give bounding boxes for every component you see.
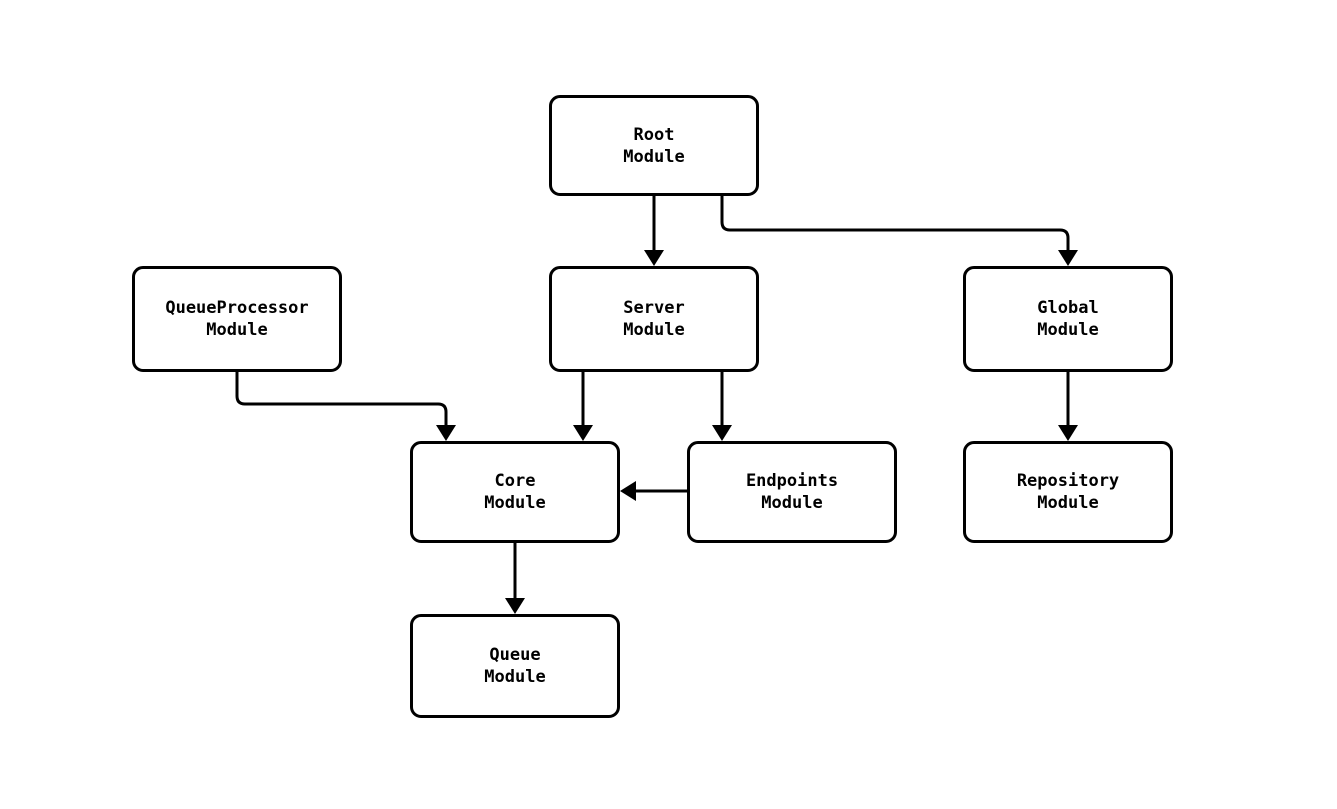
node-root-module-label-line1: Root [633, 124, 675, 145]
node-repository-module-label-line1: Repository [1016, 471, 1120, 491]
node-queue-module[interactable]: Queue Module [410, 614, 620, 718]
node-endpoints-module-label-line2: Module [761, 493, 823, 513]
node-core-module-label-line2: Module [484, 493, 546, 513]
node-global-module[interactable]: Global Module [963, 266, 1173, 372]
edge-core-to-queue [505, 543, 525, 614]
edge-server-to-endpoints [712, 372, 732, 441]
node-repository-module[interactable]: Repository Module [963, 441, 1173, 543]
node-endpoints-module[interactable]: Endpoints Module [687, 441, 897, 543]
edge-root-to-global [720, 196, 1078, 266]
node-repository-module-label-line2: Module [1037, 493, 1099, 513]
node-server-module-label-line2: Module [623, 320, 685, 340]
node-queue-module-label-line2: Module [484, 667, 546, 687]
node-root-module-label-line2: Module [623, 146, 685, 167]
node-core-module[interactable]: Core Module [410, 441, 620, 543]
node-queueprocessor-module[interactable]: QueueProcessor Module [132, 266, 342, 372]
node-global-module-label-line1: Global [1037, 298, 1099, 318]
edge-server-to-core [573, 372, 593, 441]
edge-root-to-server [644, 196, 664, 266]
edge-global-to-repository [1058, 372, 1078, 441]
node-global-module-label-line2: Module [1037, 320, 1099, 340]
edge-endpoints-to-core [620, 481, 687, 501]
node-queue-module-label-line1: Queue [489, 645, 541, 665]
node-queueprocessor-module-label-line1: QueueProcessor [165, 298, 309, 318]
edge-queueprocessor-to-core [235, 372, 456, 441]
node-queueprocessor-module-label-line2: Module [206, 320, 268, 340]
node-server-module[interactable]: Server Module [549, 266, 759, 372]
node-endpoints-module-label-line1: Endpoints [745, 471, 839, 491]
node-root-module[interactable]: Root Module [549, 95, 759, 196]
node-core-module-label-line1: Core [494, 471, 536, 491]
node-server-module-label-line1: Server [623, 298, 685, 318]
